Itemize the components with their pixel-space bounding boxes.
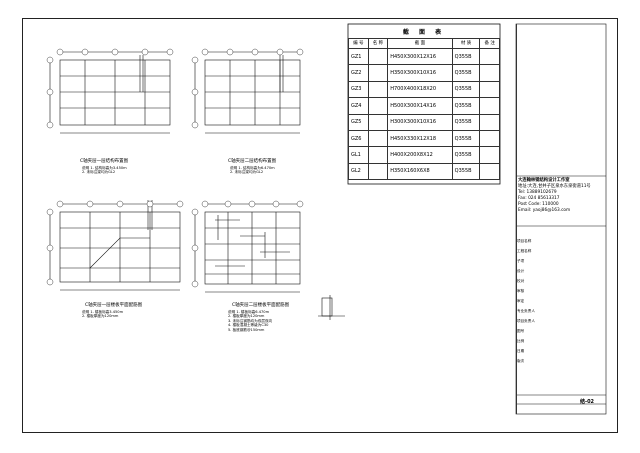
plan-1-note: 说明 1. 结构标高为3.450m 2. 未标注梁均为GL2: [82, 166, 127, 175]
row-material: Q355B: [451, 64, 481, 82]
header-name: 名 称: [367, 38, 389, 49]
tb-row: 项目负责人: [517, 319, 535, 323]
tb-row: 审核: [517, 289, 525, 293]
row-section: H350X300X10X16: [387, 64, 453, 82]
tb-row: 专业负责人: [517, 309, 535, 313]
section-table-title: 截 面 表: [402, 29, 446, 36]
row-id: GL2: [348, 162, 369, 181]
company-address: 地址:大连,甘井子区泉水东泉街道11号: [518, 184, 591, 189]
plan-3-caption: C轴夹层一层楼板平面配筋图: [85, 303, 143, 308]
title-block: 项目名称 工程名称 子项 设计 校对 审核 审定 专业负责人 项目负责人 图号 …: [516, 24, 607, 414]
tb-row: 工程名称: [517, 249, 532, 253]
drawing-number: 结-02: [580, 399, 595, 405]
plan-3-grid: [49, 200, 181, 291]
section-table-header: 编 号 名 称 截 面 材 质 备 注: [348, 38, 500, 49]
row-section: H450X330X12X18: [387, 129, 453, 148]
header-remark: 备 注: [479, 38, 500, 49]
row-id: GZ4: [348, 97, 369, 115]
company-block: 大连翰林钢结构设计工作室 地址:大连,甘井子区泉水东泉街道11号 Tel: 13…: [518, 178, 591, 214]
company-post: Post Code: 110000: [518, 202, 559, 207]
plan-4-caption: C轴夹层二层楼板平面配筋图: [232, 303, 290, 308]
tb-row: 子项: [517, 259, 525, 263]
company-name: 大连翰林钢结构设计工作室: [518, 178, 570, 183]
plan-4-grid: [194, 203, 301, 293]
company-fax: Fax: 024 85613317: [518, 196, 560, 201]
row-id: GZ3: [348, 80, 369, 99]
row-section: H450X300X12X16: [387, 47, 453, 66]
header-material: 材 质: [451, 38, 481, 49]
plan-3-note: 说明 1. 楼板标高3.450m 2. 楼板厚度为120mm: [82, 310, 124, 319]
section-detail: [318, 295, 345, 320]
row-id: GZ6: [348, 129, 369, 148]
plan-2-grid: [194, 51, 301, 134]
row-id: GZ1: [348, 47, 369, 66]
plan-1-grid: [49, 51, 171, 134]
plan-1-caption: C轴夹层一层结构布置图: [80, 159, 129, 164]
row-section: H700X400X18X20: [387, 80, 453, 99]
row-material: Q355B: [451, 146, 481, 164]
drawing-sheet: [22, 18, 618, 433]
plan-2-caption: C轴夹层二层结构布置图: [228, 159, 277, 164]
tb-row: 设计: [517, 269, 525, 273]
row-section: H350X160X6X8: [387, 162, 453, 181]
row-material: Q355B: [451, 80, 481, 99]
plan-4-note: 说明 1. 楼板标高6.470m 2. 楼板厚度为120mm 3. 未标注钢筋均…: [228, 310, 273, 332]
company-email: Email: yaoj86@163.com: [518, 208, 571, 213]
tb-row: 日期: [517, 349, 525, 353]
row-material: Q355B: [451, 97, 481, 115]
row-section: H500X300X14X16: [387, 97, 453, 115]
row-material: Q355B: [451, 162, 481, 181]
row-section: H400X200X8X12: [387, 146, 453, 164]
tb-row: 图号: [517, 329, 525, 333]
plan-2-note: 说明 1. 结构标高为6.470m 2. 未标注梁均为GL2: [230, 166, 275, 175]
row-material: Q355B: [451, 129, 481, 148]
row-section: H300X300X10X16: [387, 113, 453, 131]
row-material: Q355B: [451, 113, 481, 131]
tb-row: 项目名称: [517, 239, 532, 243]
row-id: GZ2: [348, 64, 369, 82]
company-tel: Tel: 13889102679: [518, 190, 557, 195]
row-material: Q355B: [451, 47, 481, 66]
header-id: 编 号: [348, 38, 369, 49]
tb-row: 版次: [517, 359, 525, 363]
header-section: 截 面: [387, 38, 453, 49]
tb-row: 比例: [517, 339, 525, 343]
tb-row: 校对: [517, 279, 525, 283]
row-id: GZ5: [348, 113, 369, 131]
tb-row: 审定: [517, 299, 525, 303]
row-id: GL1: [348, 146, 369, 164]
